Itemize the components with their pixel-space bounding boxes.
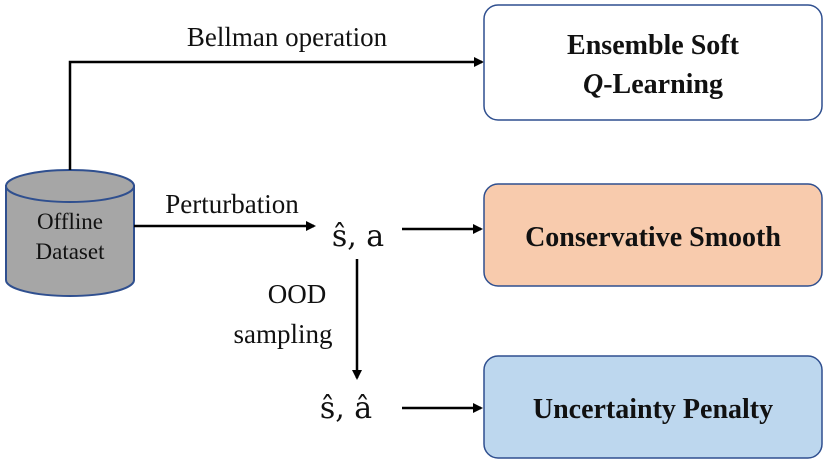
uncertainty-title: Uncertainty Penalty [533, 394, 773, 425]
cylinder-top [5, 169, 135, 203]
bellman-arrow [68, 57, 484, 170]
ensemble-q-symbol: Q [583, 69, 603, 100]
dataset-label-line2: Dataset [36, 239, 106, 264]
cylinder-body [5, 185, 135, 297]
node-s-hat-a-hat: ŝ, â [320, 391, 372, 426]
bellman-label: Bellman operation [187, 22, 388, 52]
ensemble-title-rest: -Learning [603, 69, 723, 100]
conservative-title: Conservative Smooth [525, 222, 781, 253]
ensemble-title-line1: Ensemble Soft [567, 30, 740, 61]
conservative-smooth-box: Conservative Smooth [483, 183, 823, 287]
offline-dataset-cylinder: Offline Dataset [5, 169, 135, 297]
uncertainty-box-rect [483, 355, 823, 459]
dataset-label-line1: Offline [37, 209, 103, 234]
uncertainty-penalty-box: Uncertainty Penalty [483, 355, 823, 459]
conservative-box-rect [483, 183, 823, 287]
node-s-hat-a: ŝ, a [332, 219, 384, 254]
perturbation-label: Perturbation [165, 189, 299, 219]
ood-label-line1: OOD [268, 279, 327, 309]
ensemble-soft-q-learning-box: Ensemble Soft Q-Learning [483, 4, 823, 121]
ood-label-line2: sampling [234, 319, 333, 349]
ensemble-title-line2: Q-Learning [583, 69, 723, 100]
ensemble-box-rect [483, 4, 823, 121]
